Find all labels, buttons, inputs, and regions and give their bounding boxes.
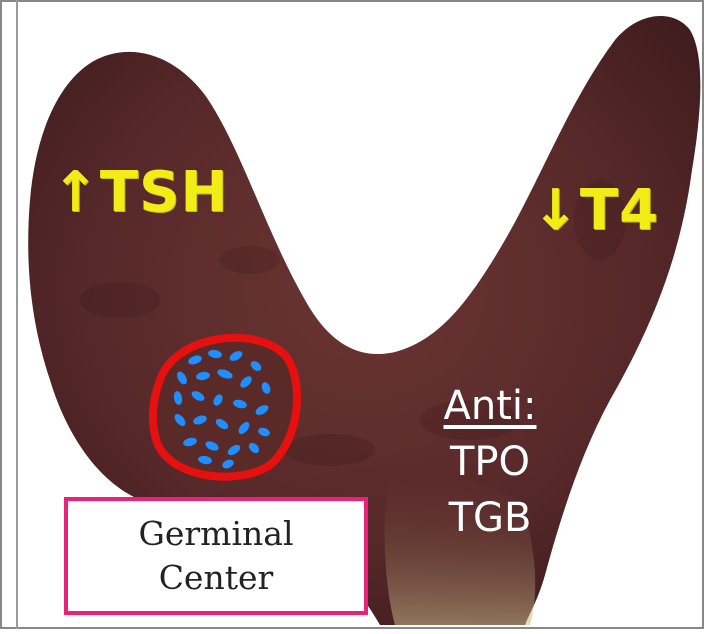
frame-left-rule [16,0,18,629]
tsh-annotation: ↑TSH [52,160,228,225]
germinal-center-label-line2: Center [159,556,274,600]
germinal-center-outline [153,338,297,477]
t4-annotation: ↓T4 [532,178,659,243]
germinal-center-label-line1: Germinal [139,512,294,556]
antibody-heading: Anti: [420,378,560,434]
antibody-item-tpo: TPO [420,434,560,490]
germinal-center [153,338,297,477]
antibody-list: Anti: TPO TGB [420,378,560,546]
germinal-center-label: Germinal Center [64,497,368,615]
antibody-item-tgb: TGB [420,490,560,546]
